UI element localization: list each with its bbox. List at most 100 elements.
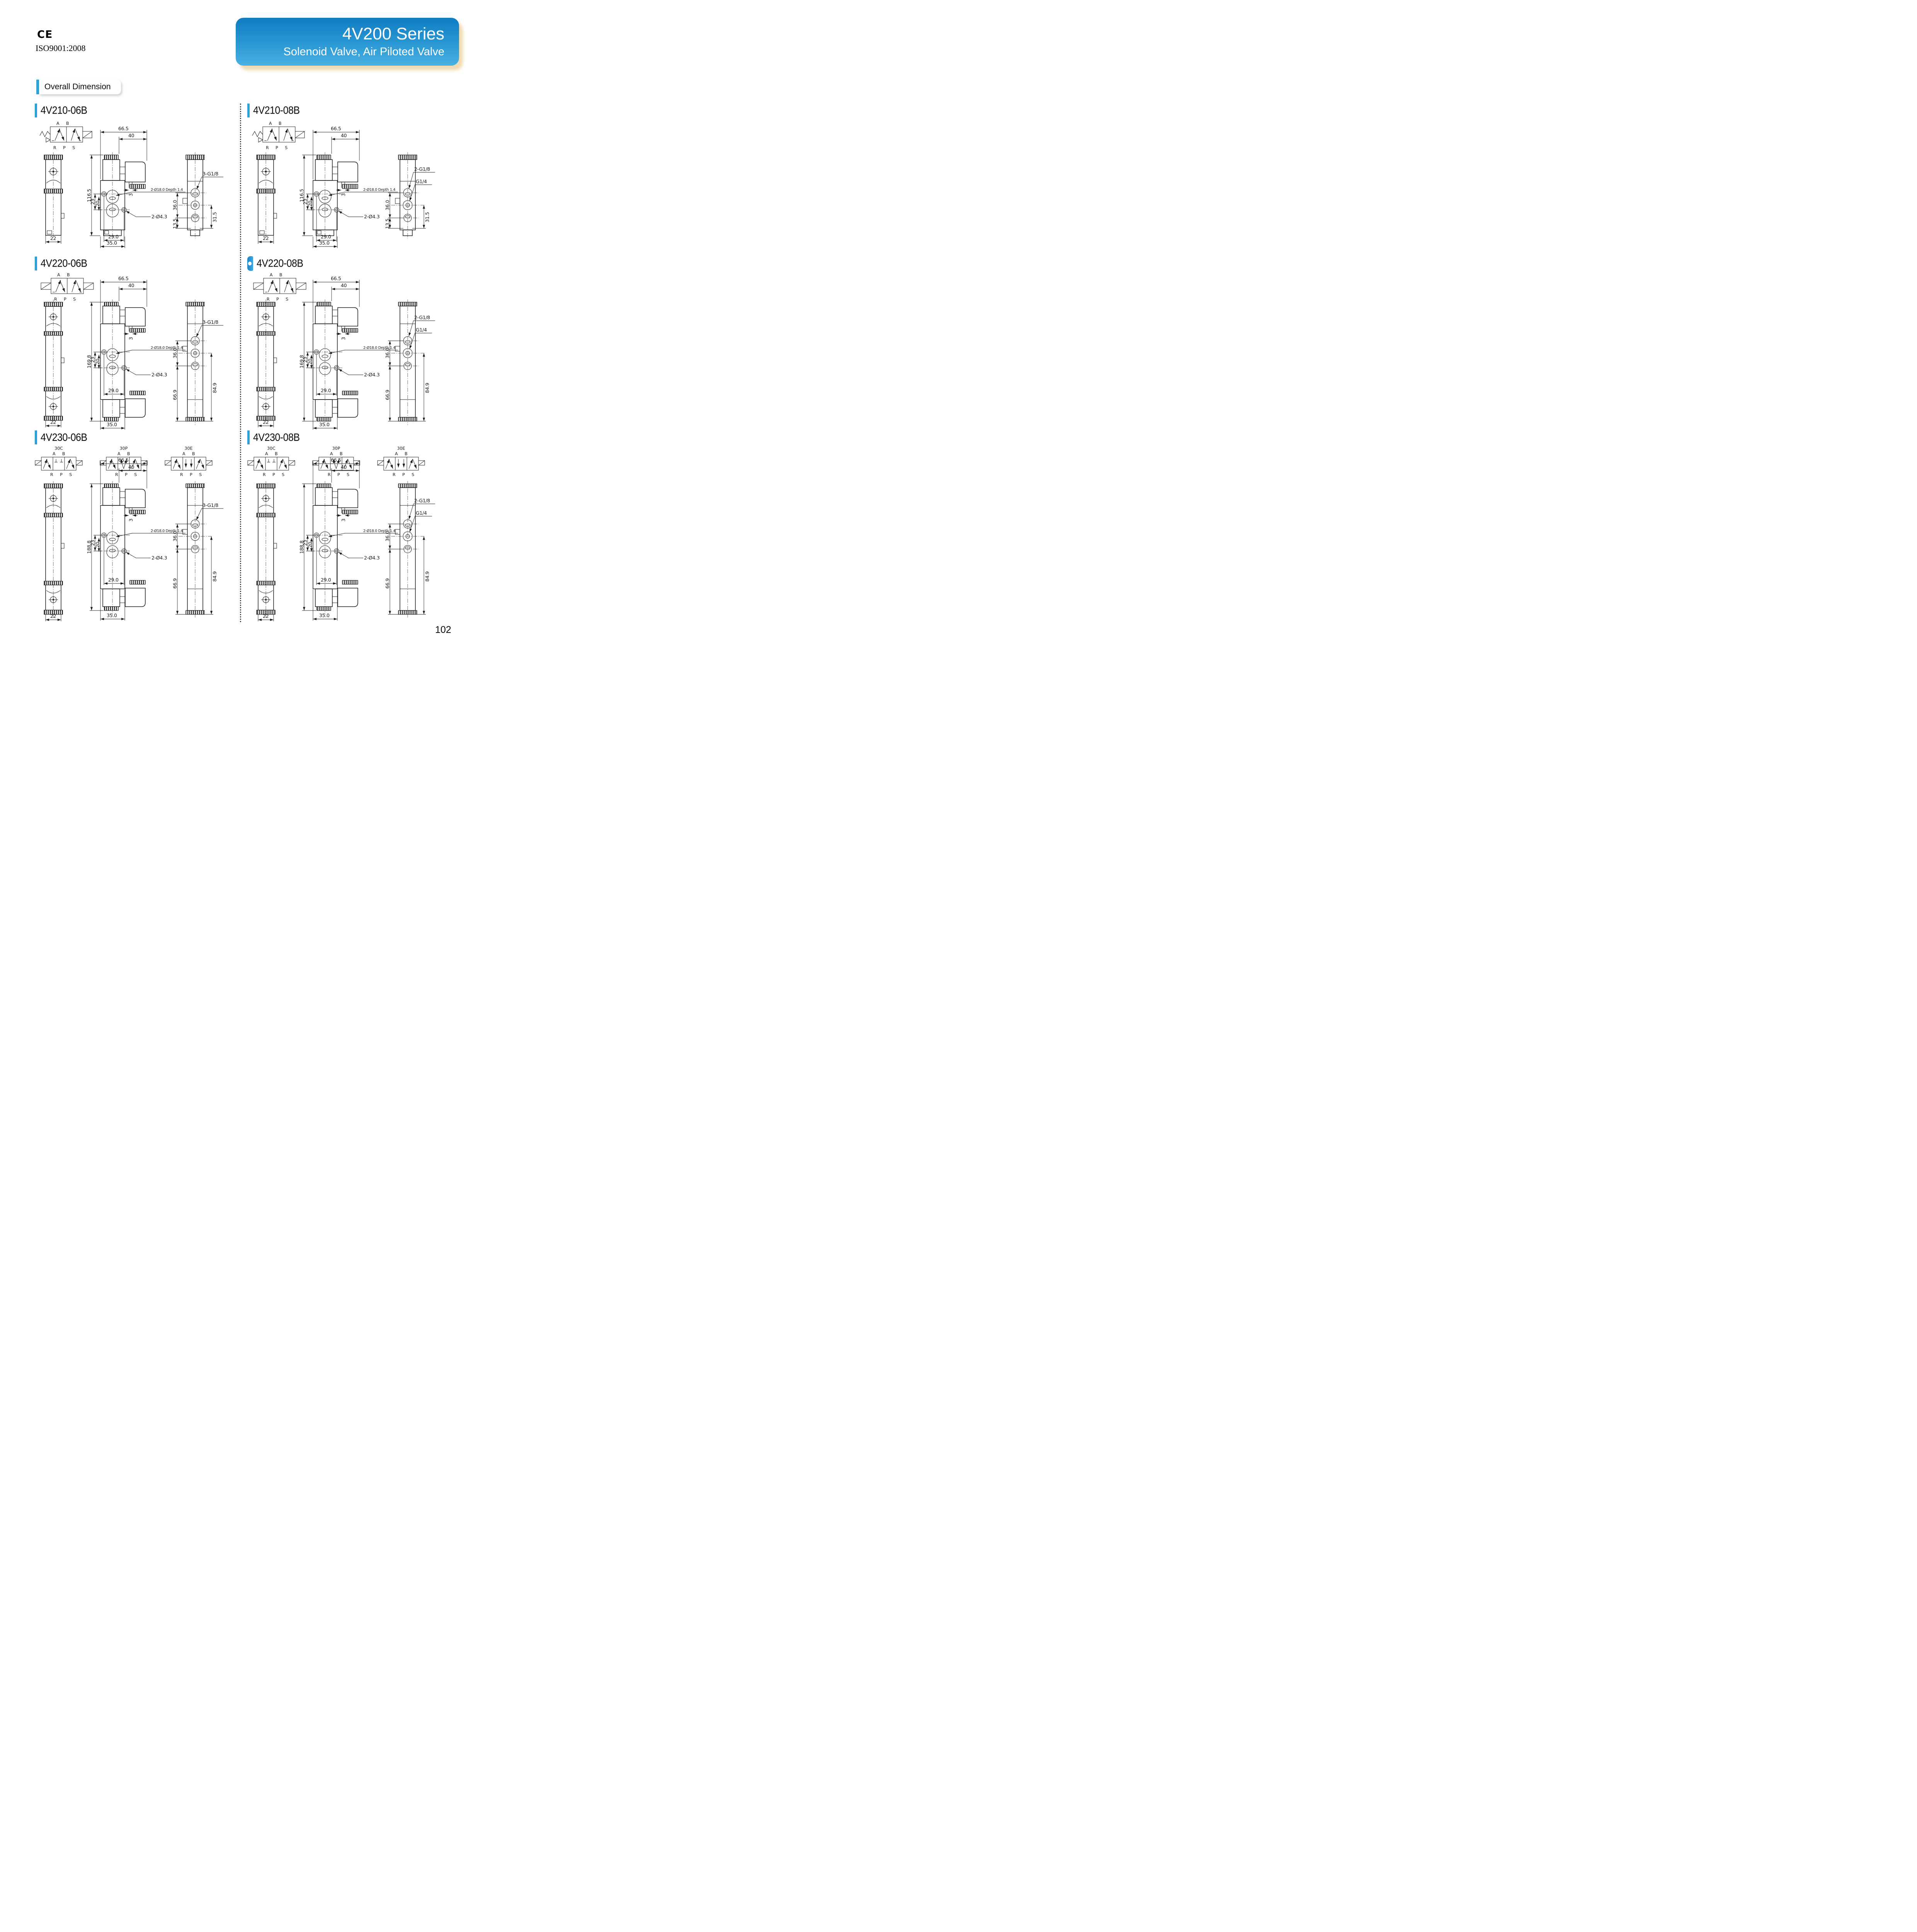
dim-base-inner: 29.0 [108,234,119,240]
dim-hole-pitch: 23 [302,540,308,546]
schematic-30c: 30C A B R P S [35,446,83,477]
diagram-header: 4V210-06B [35,104,231,117]
diagram-header: 4V210-08B [247,104,444,117]
dim-step: 3 [128,337,134,340]
symbol-top-ports: A B [395,451,410,456]
diagram-header: 4V220-06B [35,257,231,270]
dimension-drawing: A B R P S [252,121,435,248]
symbol-top-ports: A B [56,121,72,126]
dim-lower-span: 31.5 [212,212,218,223]
symbol-bottom-ports: R P S [328,472,352,477]
model-accent-bar [35,104,37,117]
symbol-variant-label: 30E [185,446,193,451]
dim-height: 116.5 [86,189,92,202]
dim-port-pitch: 20 [307,201,313,207]
diagram-header: 4V230-06B [35,430,231,444]
symbol-bottom-ports: R P S [180,472,204,477]
diagram-4v210-08b: 4V210-08B A B R P S [247,104,444,255]
dim-front-width: 22 [263,613,269,619]
valve-schematic-symbol: A B R P S [39,121,92,150]
dim-height: 188.8 [86,541,92,554]
front-view: 22 [44,299,65,427]
dim-total-width: 66.5 [118,457,129,463]
column-divider [240,104,241,622]
solenoid-symbol [253,282,264,290]
symbol-variant-label: 30P [332,446,340,451]
dim-coil-width: 40 [341,282,347,288]
symbol-bottom-ports: R P S [393,472,417,477]
diagram-header: 4V230-08B [247,430,444,444]
schematic-30e: 30E A B R P S [165,446,213,477]
solenoid-symbol [418,460,425,466]
dim-base-outer: 35.0 [319,612,330,618]
dim-hole-pitch: 23 [90,540,95,546]
solenoid-symbol [206,460,213,466]
dim-total-width: 66.5 [331,126,341,131]
symbol-top-ports: A B [269,121,284,126]
symbol-bottom-ports: R P S [266,145,290,150]
port-thread-label: 2-G1/8 [414,315,430,320]
schematic-30e: 30E A B R P S [377,446,425,477]
series-title: 4V200 Series [342,24,444,44]
spring-symbol [39,131,51,138]
dim-base-inner: 29.0 [321,234,331,240]
dim-mount-holes: 2-Ø4.3 [151,555,167,561]
diagram-header: 4V220-08B [247,256,444,271]
dim-step: 3 [128,519,134,522]
dim-bottom-offset: 13.5 [384,219,390,229]
model-accent-bar [35,430,37,444]
dim-port-pitch: 20 [307,359,313,365]
front-view: 22 [44,481,65,621]
dim-front-width: 22 [263,235,269,241]
dim-port-pitch: 20 [307,542,313,548]
dimension-drawing: A B R P S [41,272,223,430]
dim-mount-holes: 2-Ø4.3 [151,214,167,219]
dim-hole-pitch: 23 [90,199,95,204]
dim-step: 3 [340,193,346,196]
dim-base-inner: 29.0 [321,388,331,393]
port-thread-label: 2-G1/8 [414,498,430,503]
symbol-top-ports: A B [330,451,345,456]
solenoid-symbol [296,282,306,290]
model-name: 4V230-06B [41,431,87,443]
dim-counterbore: 2-Ø18.0 Depth 1.4 [151,346,183,350]
dim-port-span: 36.0 [172,531,178,541]
port-thread-label-2: G1/4 [416,510,427,516]
dim-port-pitch: 20 [95,201,100,207]
dimension-drawing: A B R P S [39,121,223,248]
dim-counterbore: 2-Ø18.0 Depth 1.4 [363,346,395,350]
dim-height: 169.8 [299,355,304,369]
dim-front-width: 22 [50,613,56,619]
valve-schematic-symbol: A B R P S [253,272,306,302]
dim-coil-width: 40 [341,464,347,470]
symbol-variant-label: 30E [397,446,405,451]
section-accent-bar [36,80,39,94]
section-title: Overall Dimension [39,80,121,94]
dim-lower-left: 66.9 [384,389,390,400]
dim-base-outer: 35.0 [319,422,330,427]
dim-height: 169.8 [86,355,92,369]
dim-coil-width: 40 [341,133,347,138]
dim-mount-holes: 2-Ø4.3 [364,214,379,219]
model-name: 4V220-06B [41,257,87,269]
diagram-4v210-06b: 4V210-06B A B R P S [35,104,231,255]
model-name: 4V210-08B [253,104,300,116]
dim-total-width: 66.5 [331,276,341,281]
port-view: 36.0 66.9 84.9 3-G1/8 [172,299,223,425]
solenoid-symbol [288,460,295,466]
front-view: 22 [256,299,277,427]
dim-base-inner: 29.0 [321,577,331,583]
dim-coil-width: 40 [128,282,134,288]
model-accent-bar [35,257,37,270]
dim-lower-right: 84.9 [212,383,218,393]
page-number: 102 [435,624,451,635]
symbol-bottom-ports: R P S [53,145,78,150]
series-banner: 4V200 Series Solenoid Valve, Air Piloted… [236,18,459,66]
valve-schematic-symbol: A B R P S [41,272,94,302]
section-header: Overall Dimension [36,80,121,94]
diagram-4v230-08b: 4V230-08B 30C A B R P S 30P A B [247,430,444,624]
solenoid-symbol [83,282,94,290]
series-subtitle: Solenoid Valve, Air Piloted Valve [283,45,444,58]
model-name: 4V220-08B [257,257,303,269]
front-view: 22 [256,152,277,244]
